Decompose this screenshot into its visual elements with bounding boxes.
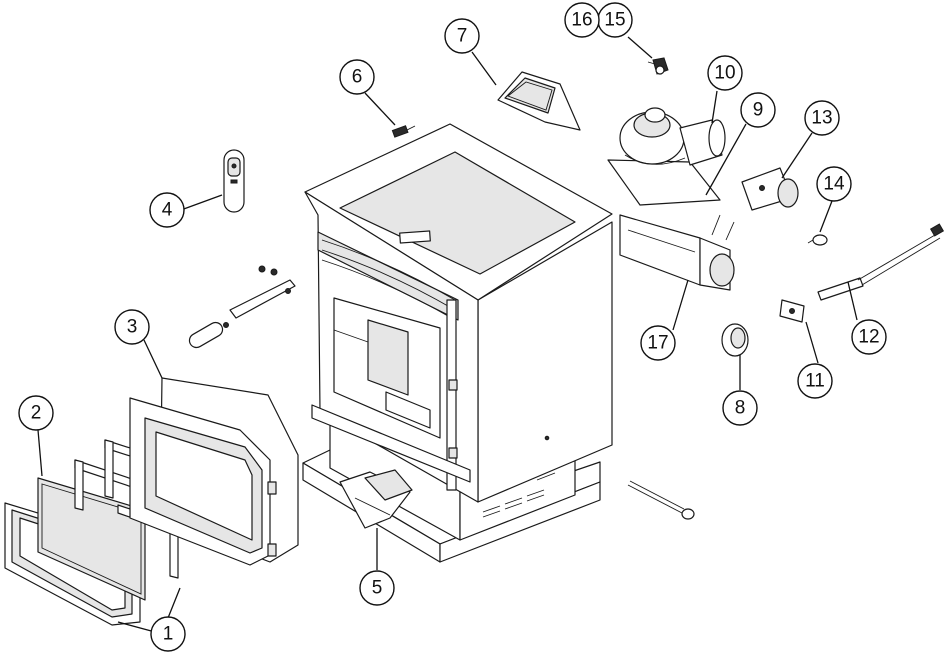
callout-label: 10 (714, 63, 735, 84)
callout-2: 2 (18, 395, 54, 431)
door-handle (188, 265, 296, 349)
callout-label: 15 (604, 10, 625, 31)
callout-4: 4 (149, 192, 185, 228)
exhaust-blower (607, 107, 726, 206)
callout-label: 5 (372, 578, 383, 599)
callout-label: 13 (811, 108, 832, 129)
callout-8: 8 (722, 390, 758, 426)
callout-label: 16 (571, 10, 592, 31)
callout-label: 9 (753, 100, 764, 121)
ash-pan (339, 469, 413, 529)
igniter-rod (817, 223, 945, 301)
callout-11: 11 (797, 363, 833, 399)
callout-label: 2 (31, 403, 42, 424)
auger-assembly (619, 214, 735, 291)
callout-12: 12 (851, 319, 887, 355)
thermo-disc (807, 234, 828, 246)
cleaning-rod (627, 480, 695, 520)
callout-5: 5 (359, 570, 395, 606)
callout-label: 14 (823, 174, 845, 195)
callout-13: 13 (804, 100, 840, 136)
callout-label: 3 (127, 317, 138, 338)
callout-label: 11 (805, 371, 825, 392)
callout-17: 17 (640, 325, 676, 361)
callout-label: 1 (163, 624, 174, 645)
callout-label: 4 (162, 200, 173, 221)
callout-14: 14 (816, 166, 852, 202)
pressure-switch (391, 125, 416, 138)
callout-label: 12 (858, 327, 879, 348)
control-panel (497, 71, 581, 131)
auger-motor (741, 167, 799, 211)
callout-7: 7 (444, 18, 480, 54)
callout-label: 7 (457, 26, 468, 47)
callout-10: 10 (707, 55, 743, 91)
igniter-plate (779, 299, 805, 323)
callout-16: 16 (564, 2, 600, 38)
callout-label: 8 (735, 398, 746, 419)
remote-control (223, 149, 245, 213)
callout-6: 6 (339, 59, 375, 95)
callout-1: 1 (150, 616, 186, 652)
callout-label: 17 (647, 333, 668, 354)
callout-label: 6 (352, 67, 363, 88)
callout-15: 15 (597, 2, 633, 38)
small-fasteners (647, 57, 669, 75)
callout-3: 3 (114, 309, 150, 345)
proof-switch (721, 323, 749, 357)
door-assembly (129, 377, 299, 566)
leader-lines (37, 36, 858, 633)
callout-9: 9 (740, 92, 776, 128)
